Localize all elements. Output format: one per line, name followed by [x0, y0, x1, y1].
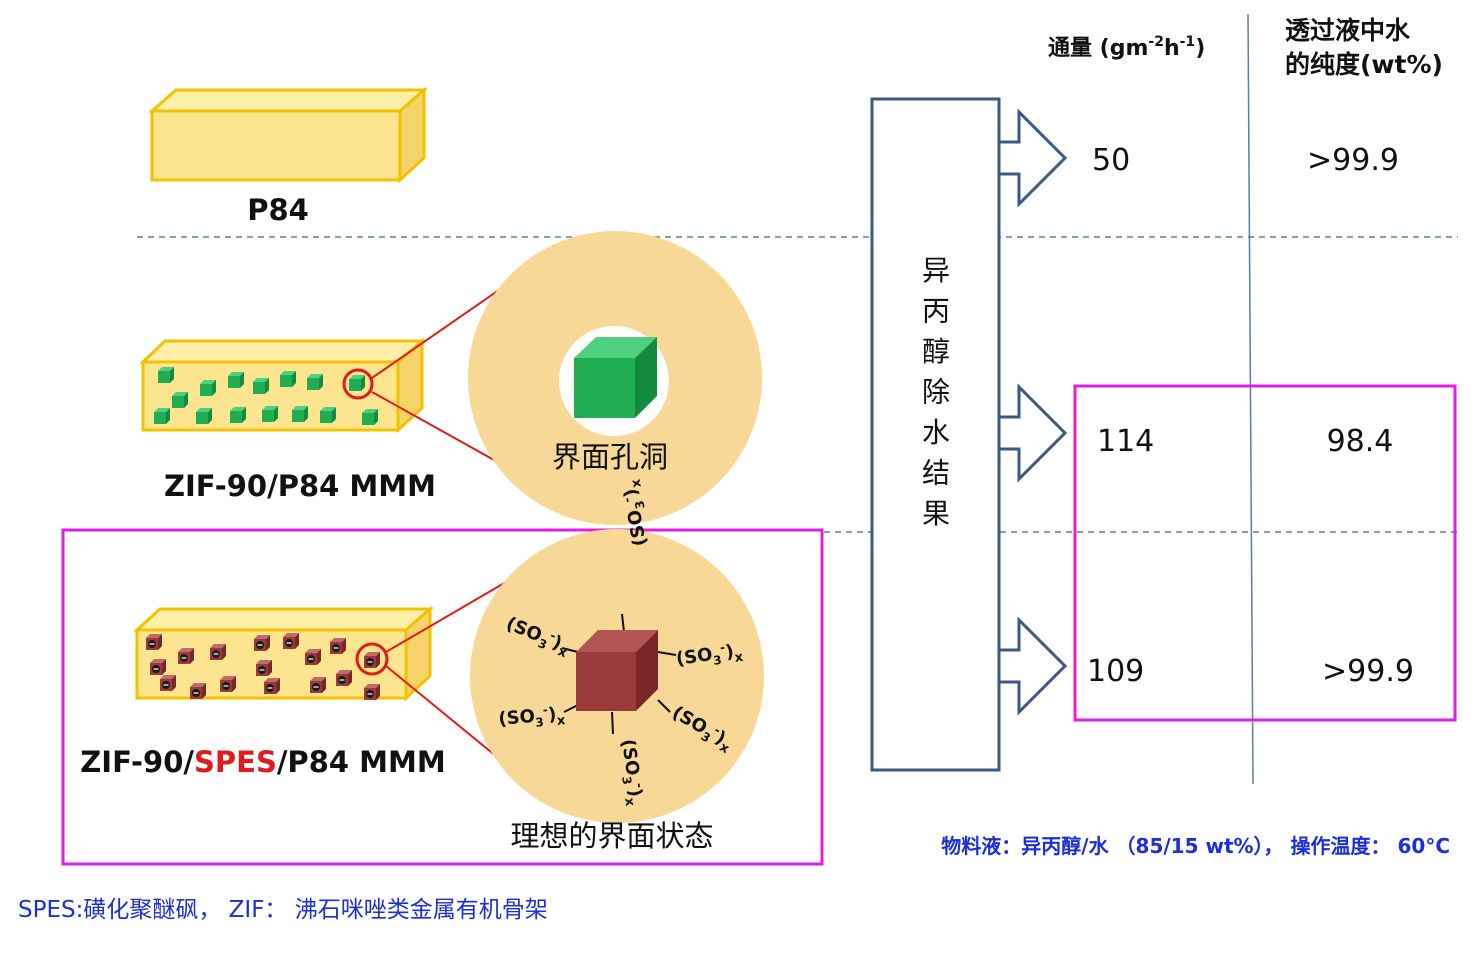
sulfonate-label-right: (SO3-)x — [674, 638, 744, 674]
zoom-line-top-2 — [385, 577, 514, 653]
sulfonate-label-left: (SO3-)x — [497, 701, 566, 734]
results-title-char: 丙 — [922, 295, 950, 328]
column-divider — [1247, 13, 1254, 785]
green-zif-crystal-large — [574, 337, 657, 418]
comparison-highlight-box — [1073, 384, 1457, 722]
results-title-char: 结 — [922, 457, 950, 490]
zif90-p84-label: ZIF-90/P84 MMM — [164, 469, 436, 503]
ideal-interface-caption: 理想的界面状态 — [510, 819, 713, 853]
highlight-circle-green — [342, 368, 374, 400]
flux-value-zif90-p84: 114 — [1097, 424, 1154, 459]
abbreviation-footnote: SPES:磺化聚醚砜， ZIF： 沸石咪唑类金属有机骨架 — [18, 897, 548, 923]
sulfonate-chains — [561, 613, 677, 735]
results-title-char: 果 — [922, 497, 950, 530]
flux-value-p84: 50 — [1092, 143, 1130, 178]
purity-value-p84: >99.9 — [1307, 143, 1399, 178]
arrow-row-1 — [997, 110, 1067, 206]
sulfonated-zif-crystal-large — [576, 630, 658, 711]
flux-header: 通量 (gm-2h-1) — [1048, 34, 1205, 61]
p84-label: P84 — [247, 193, 309, 227]
arrow-row-3 — [997, 618, 1067, 714]
results-title-char: 除 — [922, 376, 950, 409]
purity-value-zif90-p84: 98.4 — [1327, 424, 1394, 459]
flux-value-zif90-spes-p84: 109 — [1087, 654, 1144, 689]
operating-conditions-note: 物料液：异丙醇/水 （85/15 wt%）， 操作温度： 60°C — [941, 834, 1450, 858]
p84-slab — [148, 86, 428, 184]
results-title-char: 异 — [922, 254, 950, 287]
purity-header-line2: 的纯度(wt%) — [1285, 50, 1443, 79]
ipa-dehydration-results-box — [870, 97, 1001, 772]
results-title-char: 水 — [922, 416, 950, 449]
zoom-line-bottom — [371, 391, 513, 471]
sulfonate-label-bottom: (SO3-)x — [613, 737, 649, 807]
purity-header-line1: 透过液中水 — [1285, 16, 1411, 45]
highlight-circle-brown — [355, 642, 389, 676]
arrow-row-2 — [997, 385, 1067, 481]
interface-void-caption: 界面孔洞 — [552, 440, 668, 474]
purity-value-zif90-spes-p84: >99.9 — [1322, 654, 1414, 689]
zif90-spes-p84-label: ZIF-90/SPES/P84 MMM — [80, 745, 445, 779]
results-title-char: 醇 — [922, 335, 950, 368]
spes-highlight-box — [61, 528, 824, 866]
zif90-p84-slab — [139, 337, 426, 434]
zoom-line-top — [371, 280, 513, 379]
